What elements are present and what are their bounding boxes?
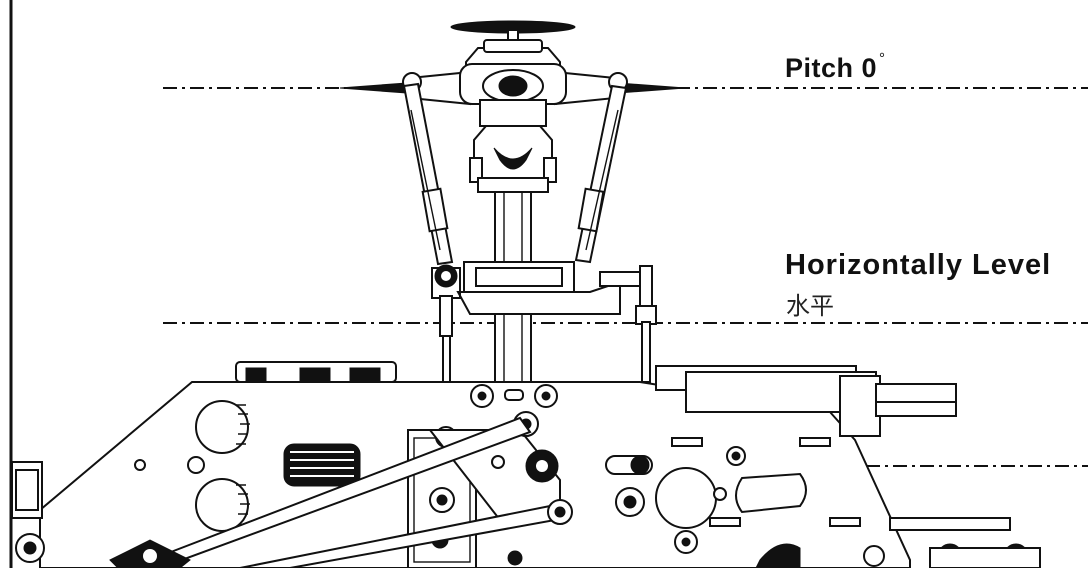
servo-linkage <box>109 411 573 568</box>
degree-symbol: ° <box>879 50 886 67</box>
horizontally-level-chinese-label: 水平 <box>786 292 834 320</box>
horizontally-level-label: Horizontally Level <box>785 249 1052 281</box>
left-pitch-link <box>402 82 454 266</box>
right-lower-link <box>641 321 651 383</box>
pitch-zero-label: Pitch 0° <box>785 50 886 84</box>
frame-hole-large <box>655 467 717 529</box>
swashplate <box>431 261 641 315</box>
frame-vent <box>283 443 361 487</box>
pitch-text: Pitch 0 <box>785 53 878 83</box>
right-pitch-link <box>574 84 628 264</box>
rotor-head <box>339 20 686 417</box>
